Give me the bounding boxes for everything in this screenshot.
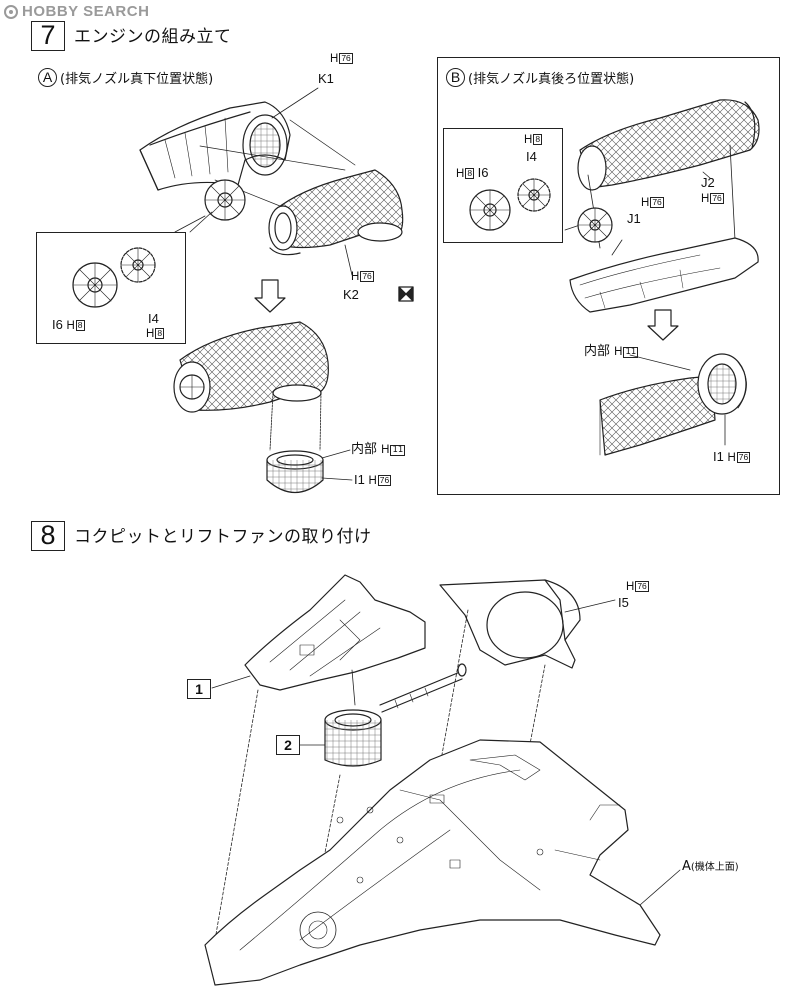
panel-b-fan-i6-drawing [469,189,511,231]
cockpit-part-drawing [244,574,426,691]
i5-label: I5 [618,595,629,610]
panel-a-fan-i6-drawing [72,262,118,308]
panel-b-fan-single-drawing [577,207,613,243]
panel-a-fan-small-drawing [204,179,246,221]
panel-a-label: A (排気ノズル真下位置状態) [38,68,213,87]
drive-shaft-drawing [379,663,467,713]
hobby-search-logo-icon [4,4,18,19]
panel-b-assembled-engine-drawing [599,353,747,456]
panel-b-down-arrow-icon [647,309,679,341]
callout-1: 1 [187,679,211,699]
panel-a-fan-i4-drawing [120,247,156,283]
panel-b-letter: B [446,68,465,87]
fuselage-upper-label: A(機体上面) [682,859,739,874]
panel-a-letter: A [38,68,57,87]
j1-label: J1 [627,211,641,226]
panel-b-frame [437,57,780,495]
panel-b-i4-label: I4 [526,149,537,164]
step-7-title: エンジンの組み立て [74,27,232,47]
panel-a-fan-inset [36,232,186,344]
k2-body-drawing [268,169,404,256]
k1-label: K1 [318,71,334,86]
callout-2: 2 [276,735,300,755]
step-7-number: 7 [31,21,65,51]
step-8-title: コクピットとリフトファンの取り付け [74,527,372,547]
panel-b-label: B (排気ノズル真後ろ位置状態) [446,68,634,87]
panel-a-assembled-engine-drawing [173,321,329,493]
j2-shell-drawing [577,99,760,191]
direction-marker-icon [398,286,414,302]
panel-b-fan-i4-drawing [517,178,551,212]
i5-duct-cover-drawing [439,579,581,669]
watermark-text: HOBBY SEARCH [22,3,150,20]
j2-label: J2 [701,175,715,190]
step-8-number: 8 [31,521,65,551]
fuselage-upper-drawing [204,739,661,986]
watermark-logo: HOBBY SEARCH [4,3,149,20]
panel-a-i4-label: I4 [148,311,159,326]
panel-a-description: (排気ノズル真下位置状態) [60,72,214,87]
panel-b-fan-inset [443,128,563,243]
j1-shell-drawing [569,237,759,313]
lift-fan-part-drawing [324,709,382,767]
k2-label: K2 [343,287,359,302]
panel-a-down-arrow-icon [254,279,286,313]
panel-b-description: (排気ノズル真後ろ位置状態) [468,72,635,87]
k1-shell-drawing [139,101,291,191]
